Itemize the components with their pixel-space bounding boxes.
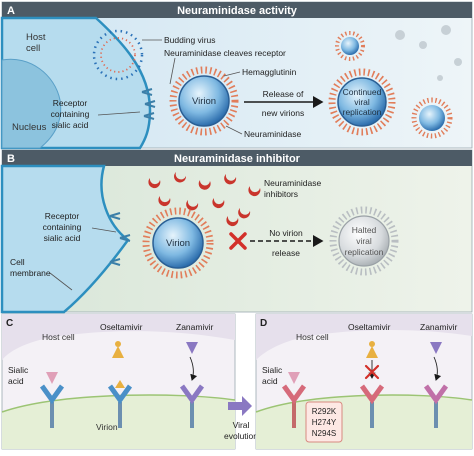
receptors-a xyxy=(141,88,156,120)
panel-d-letter: D xyxy=(260,318,267,329)
viral-evolution-arrow: Viral evolution xyxy=(224,396,258,441)
no-release-label-1: No virion xyxy=(269,228,303,238)
panel-a: A Neuraminidase activity Nucleus Host ce… xyxy=(0,1,473,150)
receptor-a-label-3: sialic acid xyxy=(52,120,89,130)
zanamivir-d-label: Zanamivir xyxy=(420,322,457,332)
panel-c: C Host cell Oseltamivir Zanamivir Sialic… xyxy=(1,313,236,450)
continued-label-1: Continued xyxy=(343,87,382,97)
na-sites-c xyxy=(39,372,205,428)
receptor-b-label-2: containing xyxy=(43,222,82,232)
mutation-2: H274Y xyxy=(312,418,337,427)
cleaves-receptor-label: Neuraminidase cleaves receptor xyxy=(164,48,286,58)
nucleus xyxy=(1,58,62,149)
red-x-icon-d xyxy=(364,364,380,380)
receptors-b xyxy=(109,212,131,266)
panel-b-letter: B xyxy=(7,153,15,165)
budding-virus xyxy=(92,29,144,81)
virion-a: Virion xyxy=(169,66,239,136)
receptor-b-label-3: sialic acid xyxy=(44,233,81,243)
panel-a-title: Neuraminidase activity xyxy=(177,5,298,17)
halted-label-2: viral xyxy=(356,236,372,246)
zanamivir-drug-d xyxy=(430,342,442,354)
sialic-c-label-2: acid xyxy=(8,376,24,386)
panel-b: B Neuraminidase inhibitor Receptor conta… xyxy=(0,149,473,314)
panel-d: D Host cell Oseltamivir Zanamivir Sialic… xyxy=(255,313,473,450)
cell-membrane-label-1: Cell xyxy=(10,257,25,267)
virion-b-label: Virion xyxy=(166,238,190,249)
sialic-d-label-2: acid xyxy=(262,376,278,386)
cell-membrane-label-2: membrane xyxy=(10,268,51,278)
release-label-1: Release of xyxy=(263,89,304,99)
inhibitor-molecules xyxy=(148,172,261,227)
oseltamivir-drug-c xyxy=(112,341,124,358)
continued-label-2: viral xyxy=(354,97,370,107)
red-x-icon xyxy=(229,232,247,250)
oseltamivir-d-label: Oseltamivir xyxy=(348,322,391,332)
sialic-c-label-1: Sialic xyxy=(8,365,29,375)
no-release-label-2: release xyxy=(272,248,300,258)
panel-b-title: Neuraminidase inhibitor xyxy=(174,153,301,165)
oseltamivir-c-label: Oseltamivir xyxy=(100,322,143,332)
panel-c-letter: C xyxy=(6,318,13,329)
mutation-box: R292K H274Y N294S xyxy=(305,401,343,443)
halted-label-1: Halted xyxy=(352,225,377,235)
panel-a-letter: A xyxy=(7,5,15,17)
receptor-a-label-1: Receptor xyxy=(53,98,88,108)
mutation-3: N294S xyxy=(312,429,336,438)
inhibitors-label-1: Neuraminidase xyxy=(264,178,321,188)
host-cell-d-label: Host cell xyxy=(296,332,329,342)
budding-virus-label: Budding virus xyxy=(164,35,216,45)
virion-b: Virion xyxy=(142,207,214,279)
release-label-2: new virions xyxy=(262,108,305,118)
virion-halted: Halted viral replication xyxy=(329,206,399,276)
halted-label-3: replication xyxy=(345,247,384,257)
inhibitors-label-2: inhibitors xyxy=(264,189,298,199)
receptor-b-label-1: Receptor xyxy=(45,211,80,221)
host-cell-label-1: Host xyxy=(26,32,46,43)
evolution-label-1: Viral xyxy=(233,420,250,430)
small-virions xyxy=(335,25,462,139)
oseltamivir-drug-d xyxy=(366,341,378,358)
sialic-d-label-1: Sialic xyxy=(262,365,283,375)
continued-label-3: replication xyxy=(343,107,382,117)
host-cell-c-label: Host cell xyxy=(42,332,75,342)
zanamivir-drug-c xyxy=(186,342,198,354)
zanamivir-c-label: Zanamivir xyxy=(176,322,213,332)
receptor-a-label-2: containing xyxy=(51,109,90,119)
neuraminidase-label: Neuraminidase xyxy=(244,129,301,139)
nucleus-label: Nucleus xyxy=(12,122,47,133)
mutation-1: R292K xyxy=(312,407,337,416)
hemagglutinin-label: Hemagglutinin xyxy=(242,67,297,77)
na-sites-d xyxy=(281,372,449,428)
evolution-label-2: evolution xyxy=(224,431,258,441)
host-cell-label-2: cell xyxy=(26,43,40,54)
virion-a-label: Virion xyxy=(192,96,216,107)
virion-continued: Continued viral replication xyxy=(328,68,396,136)
virion-c-label: Virion xyxy=(96,422,118,432)
